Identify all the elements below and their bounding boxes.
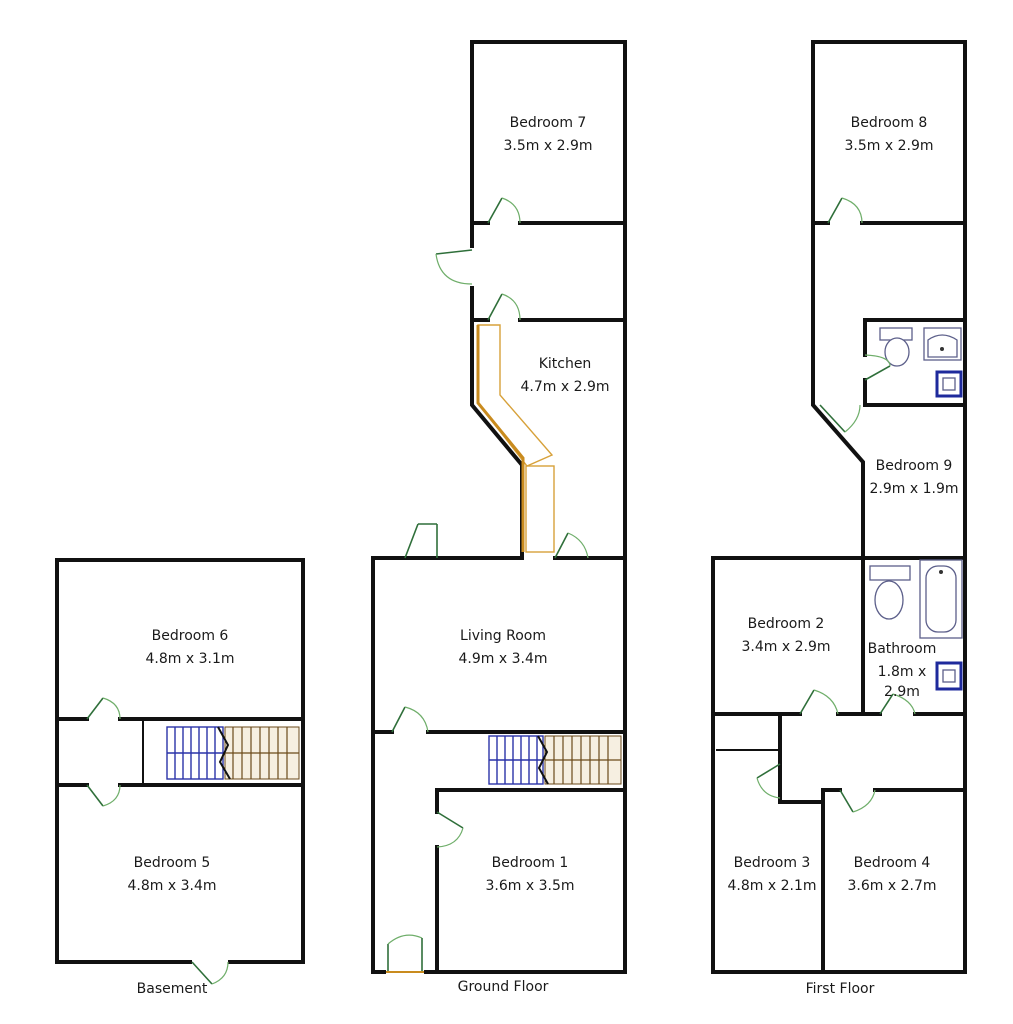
floor-label-ground: Ground Floor (458, 979, 549, 995)
room-size-living-room: 4.9m x 3.4m (459, 651, 548, 667)
room-size-bedroom8: 3.5m x 2.9m (845, 138, 934, 154)
room-name-bedroom9: Bedroom 9 (876, 458, 953, 474)
basement-plan: Bedroom 6 4.8m x 3.1m Bedroom 5 4.8m x 3… (55, 558, 305, 997)
bathroom-fixtures (869, 559, 963, 691)
room-size-bedroom6: 4.8m x 3.1m (146, 651, 235, 667)
room-size-bedroom7: 3.5m x 2.9m (504, 138, 593, 154)
room-name-bedroom6: Bedroom 6 (152, 628, 229, 644)
ground-floor-plan: Bedroom 7 3.5m x 2.9m Kitchen 4.7m x 2.9… (371, 40, 627, 995)
room-size-bedroom1: 3.6m x 3.5m (486, 878, 575, 894)
room-name-bedroom8: Bedroom 8 (851, 115, 928, 131)
ground-door-side (435, 248, 476, 286)
basement-door-bedroom5 (86, 784, 121, 807)
ground-floor-outline (371, 40, 627, 974)
room-name-living-room: Living Room (460, 628, 546, 644)
ground-door-hall (391, 706, 429, 733)
room-size-bathroom-line1: 1.8m x (878, 664, 927, 680)
room-size-bedroom9: 2.9m x 1.9m (870, 481, 959, 497)
ground-door-living-top (404, 523, 438, 559)
floor-label-basement: Basement (137, 981, 208, 997)
first-door-bedroom4 (839, 789, 876, 813)
room-size-bedroom5: 4.8m x 3.4m (128, 878, 217, 894)
kitchen-counter (476, 324, 555, 553)
room-size-bedroom3: 4.8m x 2.1m (728, 878, 817, 894)
floor-label-first: First Floor (806, 981, 875, 997)
ground-door-bedroom7 (487, 197, 521, 224)
room-size-bedroom4: 3.6m x 2.7m (848, 878, 937, 894)
first-door-bathroom (879, 693, 916, 715)
first-door-ensuite (864, 354, 891, 381)
room-name-bedroom5: Bedroom 5 (134, 855, 211, 871)
ground-door-bedroom1 (436, 811, 464, 848)
ground-door-kitchen (487, 293, 521, 321)
first-floor-plan: Bedroom 8 3.5m x 2.9m Bedroom 9 2.9m x 1… (711, 40, 967, 997)
room-name-bedroom4: Bedroom 4 (854, 855, 931, 871)
ground-door-kitchen-living (554, 532, 589, 559)
ground-floor-stairs (488, 735, 622, 785)
ground-door-front (386, 934, 424, 976)
basement-door-exterior (191, 958, 229, 985)
room-name-bedroom1: Bedroom 1 (492, 855, 569, 871)
room-size-kitchen: 4.7m x 2.9m (521, 379, 610, 395)
first-door-bedroom9 (819, 404, 861, 433)
room-name-bathroom: Bathroom (868, 641, 937, 657)
first-door-bedroom2 (799, 689, 839, 715)
basement-door-bedroom6 (86, 697, 121, 720)
first-floor-outline (711, 40, 967, 974)
room-name-bedroom2: Bedroom 2 (748, 616, 825, 632)
room-size-bedroom2: 3.4m x 2.9m (742, 639, 831, 655)
basement-outline (55, 558, 305, 964)
basement-stairs (166, 726, 300, 780)
first-door-bedroom3 (756, 763, 781, 799)
first-door-bedroom8 (827, 197, 863, 224)
room-size-bathroom-line2: 2.9m (884, 684, 920, 700)
room-name-bedroom3: Bedroom 3 (734, 855, 811, 871)
room-name-bedroom7: Bedroom 7 (510, 115, 587, 131)
ensuite-fixtures (879, 327, 963, 398)
room-name-kitchen: Kitchen (539, 356, 592, 372)
